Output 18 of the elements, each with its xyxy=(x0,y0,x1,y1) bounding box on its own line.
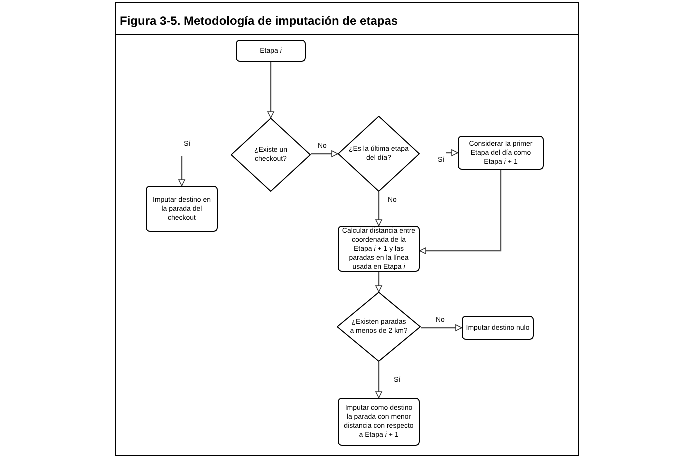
arrow xyxy=(446,150,458,156)
arrow xyxy=(420,170,502,254)
arrow xyxy=(376,362,382,398)
process-box xyxy=(338,398,420,446)
process-box xyxy=(146,186,218,232)
decision-diamond xyxy=(337,292,421,362)
process-box xyxy=(458,136,544,170)
arrow xyxy=(178,156,186,186)
arrow xyxy=(311,150,338,158)
figure-title: Figura 3-5. Metodología de imputación de etapas xyxy=(120,13,398,30)
process-box xyxy=(462,316,534,340)
decision-diamond xyxy=(338,116,420,192)
arrow xyxy=(376,192,382,226)
arrow xyxy=(376,272,382,292)
arrow xyxy=(268,62,274,118)
decision-diamond xyxy=(231,118,311,192)
arrow xyxy=(421,324,462,332)
process-box xyxy=(236,40,306,62)
